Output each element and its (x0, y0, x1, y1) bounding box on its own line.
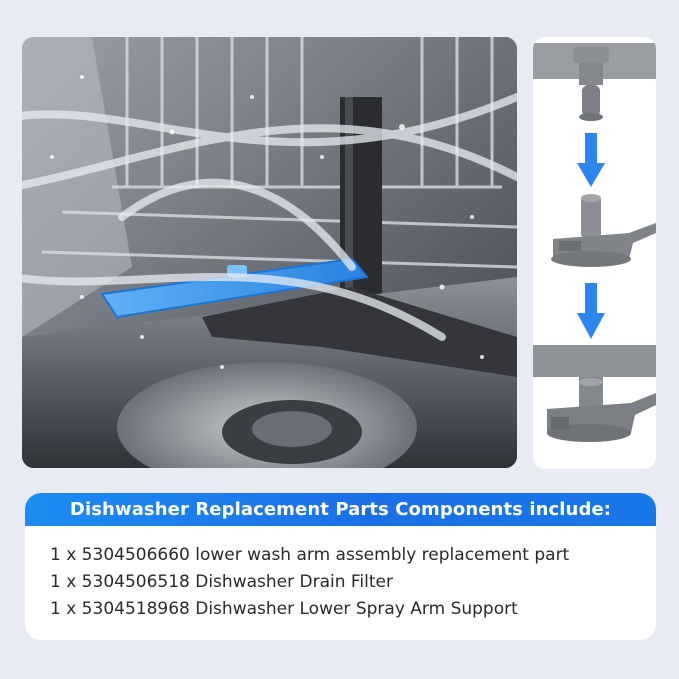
parts-list-item-2: 1 x 5304506518 Dishwasher Drain Filter (50, 572, 393, 592)
parts-info-box: Dishwasher Replacement Parts Components … (25, 493, 656, 640)
dishwasher-interior-illustration (22, 37, 517, 468)
dishwasher-interior-photo (22, 37, 517, 468)
parts-list-item-1: 1 x 5304506660 lower wash arm assembly r… (50, 545, 570, 565)
installation-steps-panel (533, 37, 656, 469)
installation-steps-illustration (533, 43, 656, 442)
parts-heading: Dishwasher Replacement Parts Components … (69, 499, 612, 520)
arrow-down-icon (577, 283, 605, 339)
parts-list-item-3: 1 x 5304518968 Dishwasher Lower Spray Ar… (50, 599, 518, 619)
parts-info-header: Dishwasher Replacement Parts Components … (25, 493, 656, 526)
assembled-arm-part (533, 345, 656, 442)
drain-filter-part (551, 194, 656, 267)
spray-arm-support-part (573, 47, 609, 121)
arrow-down-icon (577, 133, 605, 187)
